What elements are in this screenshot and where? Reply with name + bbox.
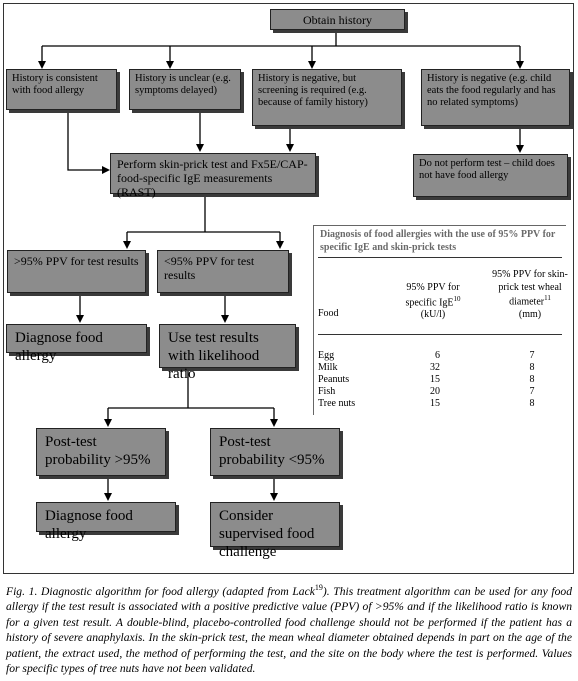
table-header-spt: 95% PPV for skin-prick test wheal diamet… <box>492 269 568 320</box>
ppv-table: Diagnosis of food allergies with the use… <box>313 225 568 415</box>
node-diagnose-allergy-2: Diagnose food allergy <box>36 502 176 542</box>
table-cell-ige: 15 <box>430 374 440 385</box>
table-cell-spt: 8 <box>529 362 535 373</box>
table-cell-spt: 8 <box>529 398 535 409</box>
node-ppv-low: <95% PPV for test results <box>157 250 289 293</box>
node-post-test-low: Post-test probability <95% <box>210 428 340 476</box>
node-diagnose-allergy-1: Diagnose food allergy <box>6 324 147 364</box>
node-ppv-high: >95% PPV for test results <box>7 250 146 293</box>
table-cell-ige: 32 <box>430 362 440 373</box>
table-header-ige: 95% PPV for specific IgE10 (kU/l) <box>405 282 461 321</box>
node-do-not-test: Do not perform test – child does not hav… <box>413 154 568 197</box>
table-cell-food: Milk <box>318 362 338 373</box>
table-rule-header <box>318 334 562 335</box>
table-title: Diagnosis of food allergies with the use… <box>320 229 556 253</box>
node-obtain-history: Obtain history <box>270 9 405 30</box>
node-consider-challenge: Consider supervised food challenge <box>210 502 340 560</box>
table-cell-ige: 6 <box>435 350 440 361</box>
table-cell-spt: 7 <box>529 350 535 361</box>
table-cell-food: Egg <box>318 350 335 361</box>
table-cell-food: Fish <box>318 386 336 397</box>
table-cell-ige: 20 <box>430 386 440 397</box>
table-header-food: Food <box>318 308 339 319</box>
node-history-negative-child: History is negative (e.g. child eats the… <box>421 69 570 126</box>
node-post-test-high: Post-test probability >95% <box>36 428 166 476</box>
node-history-negative-screening: History is negative, but screening is re… <box>252 69 402 126</box>
node-history-unclear: History is unclear (e.g. symptoms delaye… <box>129 69 241 110</box>
arrow-consistent-to-test <box>67 110 110 174</box>
table-cell-food: Peanuts <box>318 374 350 385</box>
table-cell-spt: 7 <box>529 386 535 397</box>
table-cell-food: Tree nuts <box>318 398 356 409</box>
node-perform-test: Perform skin-prick test and Fx5E/CAP-foo… <box>110 153 316 199</box>
table-rule-top <box>318 257 562 258</box>
table-cell-spt: 8 <box>529 374 535 385</box>
table-cell-ige: 15 <box>430 398 440 409</box>
figure-caption: Fig. 1. Diagnostic algorithm for food al… <box>6 583 572 676</box>
node-history-consistent: History is consistent with food allergy <box>6 69 117 110</box>
node-use-likelihood: Use test results with likelihood ratio <box>159 324 296 382</box>
